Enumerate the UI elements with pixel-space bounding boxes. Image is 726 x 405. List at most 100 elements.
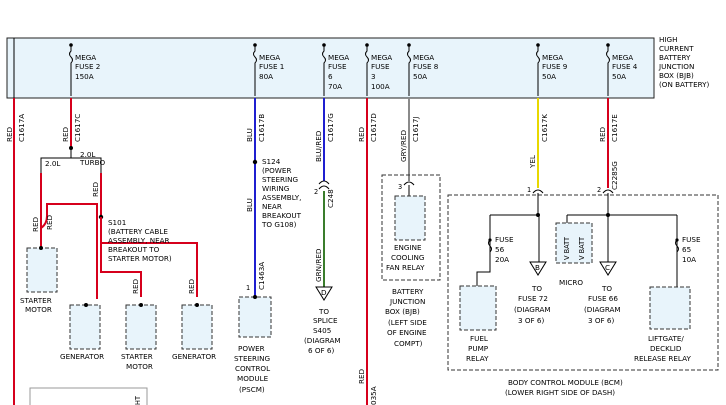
splice-s124-dot: [252, 159, 258, 165]
fuse-65-label: 65: [682, 245, 691, 254]
svg-text:MEGA: MEGA: [612, 53, 633, 62]
svg-text:BOX (BJB): BOX (BJB): [659, 71, 694, 80]
wire-035a-label: 035A: [369, 386, 378, 405]
wire-c1463a-color: BLU: [245, 198, 254, 212]
fuel-pump-relay-label: FUEL PUMP RELAY: [466, 334, 489, 363]
svg-text:FUSE 72: FUSE 72: [518, 294, 548, 303]
svg-text:(POWER: (POWER: [262, 166, 291, 175]
svg-text:WIRING: WIRING: [262, 184, 289, 193]
svg-text:FUSE: FUSE: [328, 62, 347, 71]
svg-text:RELEASE RELAY: RELEASE RELAY: [634, 354, 691, 363]
svg-text:3 OF 6): 3 OF 6): [588, 316, 615, 325]
svg-text:(DIAGRAM: (DIAGRAM: [514, 305, 551, 314]
partial-component-box: [29, 387, 148, 405]
svg-text:(BATTERY CABLE: (BATTERY CABLE: [108, 227, 168, 236]
fuse-56-label: 56: [495, 245, 505, 254]
wire-c1617b-color: BLU: [245, 128, 254, 142]
svg-text:(PSCM): (PSCM): [239, 385, 265, 394]
pin-number: 3: [398, 183, 402, 191]
ref-triangle-b: [529, 261, 547, 276]
wire-c1617k-color: YEL: [528, 155, 537, 169]
fuse-mega-6: MEGA FUSE 6 70A: [322, 43, 349, 96]
svg-text:BODY CONTROL MODULE (BCM): BODY CONTROL MODULE (BCM): [508, 378, 623, 387]
svg-text:FAN RELAY: FAN RELAY: [386, 263, 425, 272]
connector-bcm-pin1: [532, 189, 544, 194]
fuse-mega-8: MEGA FUSE 8 50A: [407, 43, 439, 96]
connector-c248: [318, 180, 330, 190]
svg-text:LIFTGATE/: LIFTGATE/: [648, 334, 684, 343]
svg-text:HIGH: HIGH: [659, 35, 678, 44]
wire-c2285g-label: C2285G: [610, 161, 619, 190]
svg-text:MEGA: MEGA: [328, 53, 349, 62]
generator-2: [181, 304, 213, 350]
wire-c1617j-label: C1617J: [411, 117, 420, 142]
svg-text:3 OF 6): 3 OF 6): [518, 316, 545, 325]
svg-text:(LEFT SIDE: (LEFT SIDE: [388, 318, 427, 327]
bjb-location-label: BATTERY JUNCTION BOX (BJB) (LEFT SIDE OF…: [385, 287, 427, 348]
svg-text:COMPT): COMPT): [394, 339, 423, 348]
variant-label-2-0l-turbo: 2.0L: [80, 150, 95, 159]
svg-text:JUNCTION: JUNCTION: [389, 297, 425, 306]
svg-text:S101: S101: [108, 218, 126, 227]
svg-text:MODULE: MODULE: [237, 374, 269, 383]
connector-fan-relay: [403, 181, 415, 186]
wire-c1617c-color: RED: [61, 126, 70, 142]
ref-triangle-b-letter: B: [535, 263, 540, 272]
variant-label-2-0l: 2.0L: [45, 159, 60, 168]
splice-s101-label: S101 (BATTERY CABLE ASSEMBLY, NEAR BREAK…: [108, 218, 172, 263]
svg-text:S124: S124: [262, 157, 281, 166]
starter-motor-1-label: MOTOR: [25, 305, 52, 314]
svg-text:ENGINE: ENGINE: [394, 243, 422, 252]
wire-c1617e-label: C1617E: [610, 114, 619, 142]
svg-text:MEGA: MEGA: [259, 53, 280, 62]
svg-text:ASSEMBLY, NEAR: ASSEMBLY, NEAR: [108, 236, 170, 245]
generator-1: [69, 304, 101, 350]
svg-text:(ON BATTERY): (ON BATTERY): [659, 80, 710, 89]
svg-text:BREAKOUT: BREAKOUT: [262, 211, 302, 220]
bjb-title: HIGH CURRENT BATTERY JUNCTION BOX (BJB) …: [658, 35, 710, 89]
svg-text:50A: 50A: [542, 72, 556, 81]
wire-c1617a-label: C1617A: [17, 114, 26, 142]
pin-number: 1: [246, 284, 250, 292]
bcm-bus-left: [489, 193, 540, 262]
svg-text:FUSE 4: FUSE 4: [612, 62, 638, 71]
svg-text:DECKLID: DECKLID: [650, 344, 682, 353]
wire-c1617k-label: C1617K: [540, 114, 549, 142]
fuel-pump-relay: [459, 285, 497, 331]
engine-variant-branch: [40, 148, 102, 173]
fuse-56-label: 20A: [495, 255, 509, 264]
bcm-label: BODY CONTROL MODULE (BCM) (LOWER RIGHT S…: [505, 378, 623, 397]
svg-text:OF ENGINE: OF ENGINE: [387, 328, 427, 337]
svg-text:S405: S405: [313, 326, 331, 335]
svg-text:STEERING: STEERING: [234, 354, 270, 363]
bcm-box: [447, 194, 719, 371]
ref-triangle-c: [599, 261, 617, 276]
fuse-mega-9: MEGA FUSE 9 50A: [536, 43, 568, 96]
svg-text:3: 3: [371, 72, 376, 81]
fuse-56-label: FUSE: [495, 235, 514, 244]
wire-c1617g-color: BLU/RED: [314, 130, 323, 162]
svg-text:CURRENT: CURRENT: [659, 44, 694, 53]
fuse-mega-1: MEGA FUSE 1 80A: [253, 43, 284, 96]
wire-c248-color: GRN/RED: [314, 248, 323, 282]
svg-text:BATTERY: BATTERY: [659, 53, 691, 62]
svg-text:50A: 50A: [413, 72, 427, 81]
splice-s405-ref: TO SPLICE S405 (DIAGRAM 6 OF 6): [304, 307, 341, 355]
svg-text:(DIAGRAM: (DIAGRAM: [304, 336, 341, 345]
svg-text:FUSE 66: FUSE 66: [588, 294, 618, 303]
liftgate-decklid-release-relay: [649, 286, 691, 330]
starter-motor-1: [26, 247, 58, 293]
variant-label-turbo: TURBO: [79, 158, 105, 167]
svg-text:TO G108): TO G108): [261, 220, 297, 229]
wire-c248-label: C248: [326, 189, 335, 208]
splice-s124-label: S124 (POWER STEERING WIRING ASSEMBLY, NE…: [261, 157, 302, 229]
generator-2-label: GENERATOR: [172, 352, 216, 361]
bcm-bus-right: [566, 193, 678, 262]
svg-text:TO: TO: [531, 284, 542, 293]
svg-text:COOLING: COOLING: [391, 253, 424, 262]
bcm-micro: [555, 222, 593, 264]
svg-text:100A: 100A: [371, 82, 390, 91]
wire-c1463a-label: C1463A: [257, 262, 266, 290]
svg-text:BOX (BJB): BOX (BJB): [385, 307, 420, 316]
